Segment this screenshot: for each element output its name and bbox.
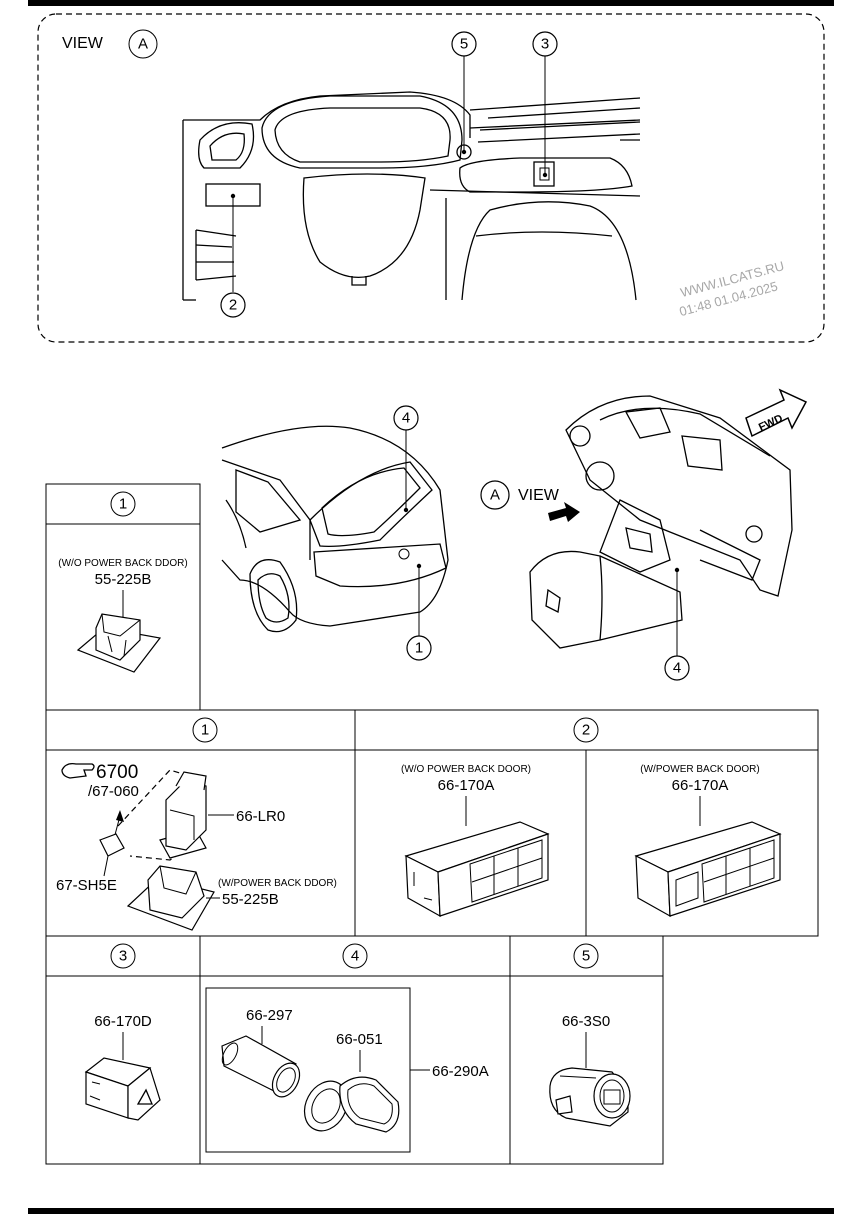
- view-a-panel: VIEW A: [37, 13, 825, 343]
- box-2: 2 (W/O POWER BACK DOOR) 66-170A (W/POWER…: [401, 717, 782, 936]
- overview-view-letter: A: [490, 487, 500, 504]
- box-5-number: 5: [582, 948, 590, 965]
- box-1-top-number: 1: [119, 496, 127, 513]
- box-4: 4 66-297 66-051 66-290A: [205, 943, 489, 1153]
- overview-callout-4-bottom: 4: [673, 660, 681, 677]
- view-title: VIEW: [62, 35, 104, 52]
- push-button-start-switch: [549, 1067, 631, 1127]
- box-1-note: (W/POWER BACK DDOR): [218, 878, 337, 889]
- view-callout-3: 3: [541, 36, 549, 53]
- box-1-top: 1 (W/O POWER BACK DDOR) 55-225B: [45, 483, 201, 711]
- box-2-right-part: 66-170A: [672, 777, 729, 794]
- fwd-arrow-icon: FWD: [745, 388, 808, 438]
- back-door-switch-66-lr0: [159, 771, 207, 859]
- part-55-225b: 55-225B: [222, 891, 279, 908]
- view-a-dashed-border: [37, 13, 825, 343]
- view-direction-arrow-icon: [548, 502, 580, 522]
- dashboard-overview-drawing: [529, 395, 793, 649]
- part-66-170d: 66-170D: [94, 1013, 152, 1030]
- box-1: 1 6700 /67-060 66-LR0 67-SH5E (W/POWER B…: [56, 717, 337, 931]
- part-66-290a: 66-290A: [432, 1063, 489, 1080]
- overview-callout-4-top: 4: [402, 410, 410, 427]
- overview-callout-1: 1: [415, 640, 423, 657]
- box-2-right-note: (W/POWER BACK DOOR): [640, 764, 759, 775]
- part-67-sh5e: 67-SH5E: [56, 877, 117, 894]
- power-window-switch-left: [404, 821, 550, 918]
- back-door-switch-housing: [76, 613, 162, 673]
- box-1-number: 1: [201, 722, 209, 739]
- parts-table: [45, 709, 819, 1165]
- box-2-left-note: (W/O POWER BACK DOOR): [401, 764, 531, 775]
- box-1-top-part: 55-225B: [95, 571, 152, 588]
- bottom-rule: [28, 1208, 834, 1214]
- power-outlet-socket: [221, 1035, 301, 1098]
- back-door-switch-housing-2: [126, 865, 215, 931]
- overview-view-text: VIEW: [518, 487, 560, 504]
- part-66-297: 66-297: [246, 1007, 293, 1024]
- dashboard-view-drawing: [182, 91, 641, 301]
- view-callout-2: 2: [229, 297, 237, 314]
- vehicle-rear-drawing: [221, 425, 449, 633]
- view-letter: A: [138, 36, 148, 53]
- top-rule: [28, 0, 834, 6]
- ref-67-060: /67-060: [88, 783, 139, 800]
- outlet-cap: [303, 1076, 400, 1133]
- box-5: 5 66-3S0: [549, 943, 631, 1127]
- part-66-3s0: 66-3S0: [562, 1013, 610, 1030]
- pointing-hand-icon: [61, 762, 95, 779]
- part-66-lr0: 66-LR0: [236, 808, 285, 825]
- power-window-switch-right: [634, 821, 782, 918]
- box-3-number: 3: [119, 948, 127, 965]
- box-2-left-part: 66-170A: [438, 777, 495, 794]
- box-4-number: 4: [351, 948, 359, 965]
- box-2-number: 2: [582, 722, 590, 739]
- box-1-top-note: (W/O POWER BACK DDOR): [58, 558, 187, 569]
- box-3: 3 66-170D: [84, 943, 161, 1121]
- hazard-switch: [84, 1057, 161, 1121]
- ref-6700: 6700: [96, 762, 138, 783]
- view-callout-5: 5: [460, 36, 468, 53]
- part-66-051: 66-051: [336, 1031, 383, 1048]
